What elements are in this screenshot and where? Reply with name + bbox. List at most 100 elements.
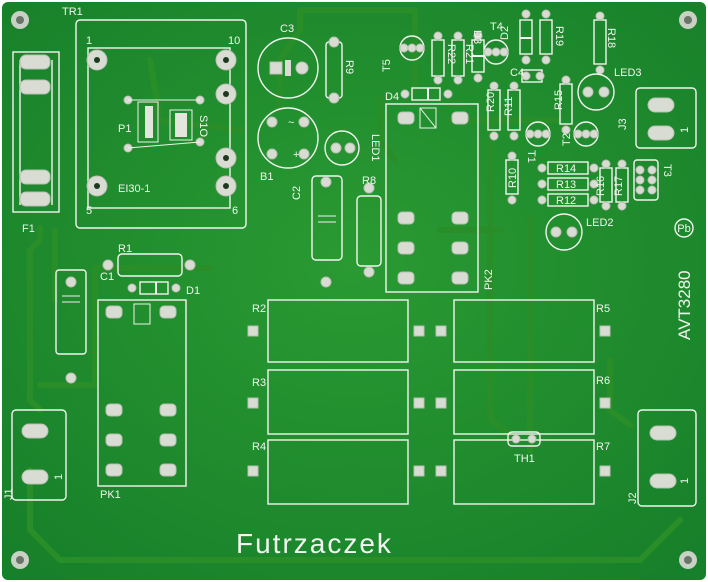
resistor-r16 (599, 159, 613, 211)
board-code: AVT3280 (675, 270, 694, 340)
label-t5: T5 (381, 59, 393, 72)
power-resistor-r3 (247, 369, 425, 435)
label-r16: R16 (595, 176, 607, 196)
label-r7: R7 (596, 441, 610, 453)
board-title: Futrzaczek (236, 528, 393, 559)
resistor-r14 (537, 161, 599, 175)
label-d1: D1 (186, 285, 200, 297)
relay-pk2 (385, 103, 479, 293)
capacitor-c1 (55, 269, 87, 384)
label-r3: R3 (252, 377, 266, 389)
capacitor-c3 (257, 37, 319, 99)
label-r2: R2 (252, 303, 266, 315)
svg-text:Pb: Pb (677, 223, 690, 235)
resistor-r13 (537, 177, 599, 191)
resistor-r12 (537, 193, 599, 207)
label-d2: D2 (499, 26, 511, 40)
label-r14: R14 (556, 163, 576, 175)
label-f1: F1 (22, 223, 35, 235)
mounting-holes (11, 11, 697, 569)
pb-mark: Pb (674, 218, 694, 238)
label-r22: R22 (445, 44, 457, 64)
led-led3 (577, 73, 615, 111)
label-r9: R9 (343, 60, 355, 74)
label-d3: D3 (471, 30, 483, 44)
label-tr1: TR1 (62, 6, 83, 18)
power-resistor-r4 (247, 439, 425, 505)
fuse-holder-f1 (12, 51, 60, 213)
svg-text:+: + (293, 149, 299, 161)
label-r18: R18 (605, 28, 617, 48)
resistor-r20 (487, 81, 501, 141)
resistor-r17 (615, 159, 629, 211)
bridge-b1: + ~ (257, 107, 319, 169)
led-led2 (545, 213, 583, 251)
label-r5: R5 (596, 303, 610, 315)
connector-j3 (635, 87, 697, 149)
label-r12: R12 (556, 195, 576, 207)
resistor-r1 (102, 253, 196, 277)
label-t4: T4 (490, 21, 503, 33)
relay-pk1 (97, 299, 187, 487)
resistor-r18 (593, 11, 607, 75)
power-resistor-r2 (247, 299, 425, 363)
label-t3: T3 (661, 164, 673, 177)
label-led3: LED3 (614, 67, 642, 79)
transistor-t5 (399, 35, 425, 61)
label-c1: C1 (100, 271, 114, 283)
diode-d2 (519, 9, 533, 65)
label-r13: R13 (556, 179, 576, 191)
label-p1: P1 (118, 123, 131, 135)
label-tr1-pin5: 5 (86, 205, 92, 217)
capacitor-c2 (311, 175, 343, 288)
label-r4: R4 (252, 441, 266, 453)
svg-text:~: ~ (288, 117, 294, 129)
resistor-r8 (356, 182, 382, 278)
diode-d4 (400, 87, 453, 101)
transistor-t2 (573, 121, 599, 147)
led-led1 (324, 130, 360, 166)
label-led2: LED2 (586, 217, 614, 229)
thermistor-th1 (507, 431, 541, 447)
diode-d1 (127, 281, 181, 295)
resistor-r21 (451, 31, 465, 85)
label-pk2: PK2 (483, 269, 495, 290)
label-j1-pin1: 1 (53, 474, 65, 480)
label-s1o: S1O (197, 115, 209, 137)
label-j3: J3 (617, 118, 629, 130)
label-j2: J2 (627, 492, 639, 504)
label-b1: B1 (260, 171, 273, 183)
resistor-r15 (559, 75, 573, 135)
power-resistor-r5 (435, 299, 611, 363)
label-r11: R11 (503, 97, 515, 116)
label-r6: R6 (596, 375, 610, 387)
label-c4: C4 (510, 67, 524, 79)
label-r8: R8 (362, 175, 376, 187)
resistor-r22 (431, 31, 445, 85)
resistor-r11 (507, 81, 521, 141)
label-t2: T2 (561, 133, 573, 146)
label-ei30: EI30-1 (118, 183, 150, 195)
label-tr1-pin1: 1 (86, 35, 92, 47)
label-tr1-pin6: 6 (232, 205, 238, 217)
label-j2-pin1: 1 (679, 478, 691, 484)
label-r17: R17 (613, 176, 625, 196)
power-resistor-r6 (435, 369, 611, 435)
label-c2: C2 (291, 186, 303, 200)
label-r20: R20 (485, 92, 497, 112)
label-t1: T1 (525, 150, 537, 163)
label-r21: R21 (463, 44, 475, 64)
power-resistor-r7 (435, 439, 611, 505)
label-r1: R1 (118, 243, 132, 255)
label-c3: C3 (280, 23, 294, 35)
transistor-t3 (633, 159, 659, 201)
label-th1: TH1 (514, 453, 535, 465)
resistor-r19 (539, 9, 553, 65)
label-j1: J1 (3, 488, 15, 500)
transformer-tr1 (75, 19, 247, 229)
label-r19: R19 (553, 26, 565, 46)
label-r15: R15 (553, 90, 565, 110)
label-d4: D4 (385, 91, 399, 103)
capacitor-c4 (521, 69, 545, 83)
